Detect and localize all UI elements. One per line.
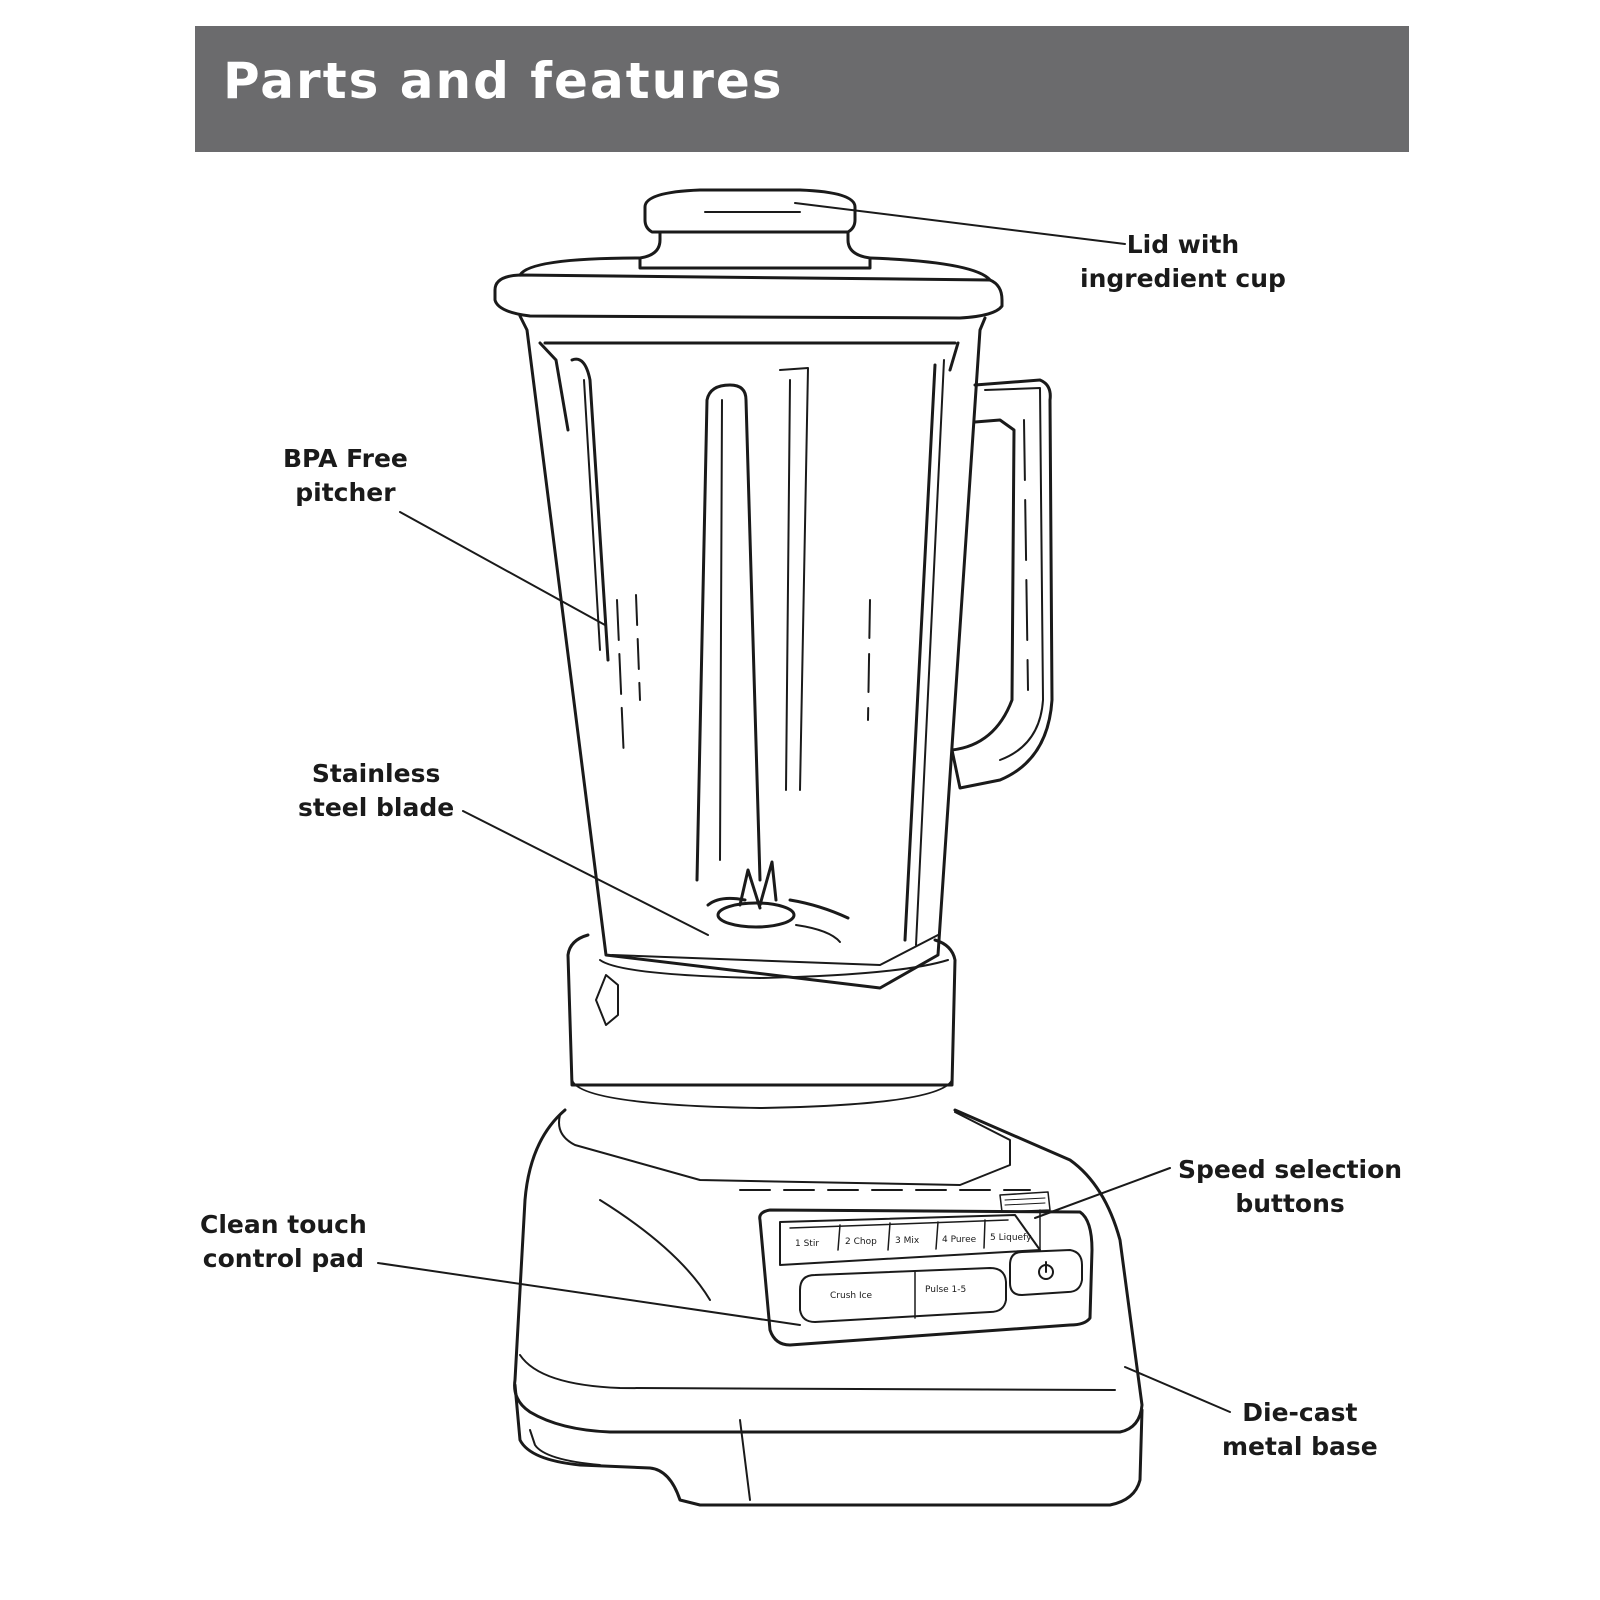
callout-pitcher-line1: BPA Free <box>283 444 408 473</box>
leader-pitcher <box>399 511 606 626</box>
speed-button-5[interactable]: 5 Liquefy <box>990 1233 1032 1243</box>
leader-blade <box>462 810 709 936</box>
callout-base: Die-cast metal base <box>1222 1396 1378 1464</box>
lid <box>493 188 1004 320</box>
callout-touchpad: Clean touch control pad <box>200 1208 367 1276</box>
callout-touchpad-line2: control pad <box>202 1244 364 1273</box>
callout-lid: Lid with ingredient cup <box>1080 228 1286 296</box>
leader-base <box>1124 1366 1231 1413</box>
callout-base-line2: metal base <box>1222 1432 1378 1461</box>
leader-touchpad <box>377 1262 801 1326</box>
pitcher-collar <box>566 933 957 1109</box>
speed-button-2[interactable]: 2 Chop <box>845 1237 877 1247</box>
crush-ice-button[interactable]: Crush Ice <box>830 1291 873 1301</box>
callout-blade: Stainless steel blade <box>298 757 454 825</box>
callout-lid-line1: Lid with <box>1126 230 1240 259</box>
speed-button-1[interactable]: 1 Stir <box>795 1239 819 1249</box>
speed-button-3[interactable]: 3 Mix <box>895 1236 920 1246</box>
leader-lines <box>377 202 1231 1413</box>
callout-speed-line1: Speed selection <box>1178 1155 1403 1184</box>
callout-speed: Speed selection buttons <box>1178 1153 1402 1221</box>
leader-lid <box>794 202 1126 245</box>
control-labels: 1 Stir 2 Chop 3 Mix 4 Puree 5 Liquefy Cr… <box>795 1233 1032 1301</box>
callout-lid-line2: ingredient cup <box>1080 264 1286 293</box>
callout-speed-line2: buttons <box>1235 1189 1345 1218</box>
pitcher <box>518 314 1054 990</box>
callout-base-line1: Die-cast <box>1242 1398 1358 1427</box>
callout-touchpad-line1: Clean touch <box>200 1210 367 1239</box>
speed-button-4[interactable]: 4 Puree <box>942 1235 977 1245</box>
stainless-steel-blade <box>706 860 850 943</box>
callout-pitcher: BPA Free pitcher <box>283 442 408 510</box>
callout-pitcher-line2: pitcher <box>295 478 396 507</box>
page-title: Parts and features <box>223 52 784 110</box>
header-bar: Parts and features <box>195 26 1409 152</box>
pulse-button[interactable]: Pulse 1-5 <box>925 1285 966 1295</box>
callout-blade-line2: steel blade <box>298 793 455 822</box>
callout-blade-line1: Stainless <box>311 759 441 788</box>
die-cast-metal-base <box>513 1108 1144 1507</box>
control-panel <box>758 1191 1094 1347</box>
leader-speed <box>1034 1167 1171 1219</box>
